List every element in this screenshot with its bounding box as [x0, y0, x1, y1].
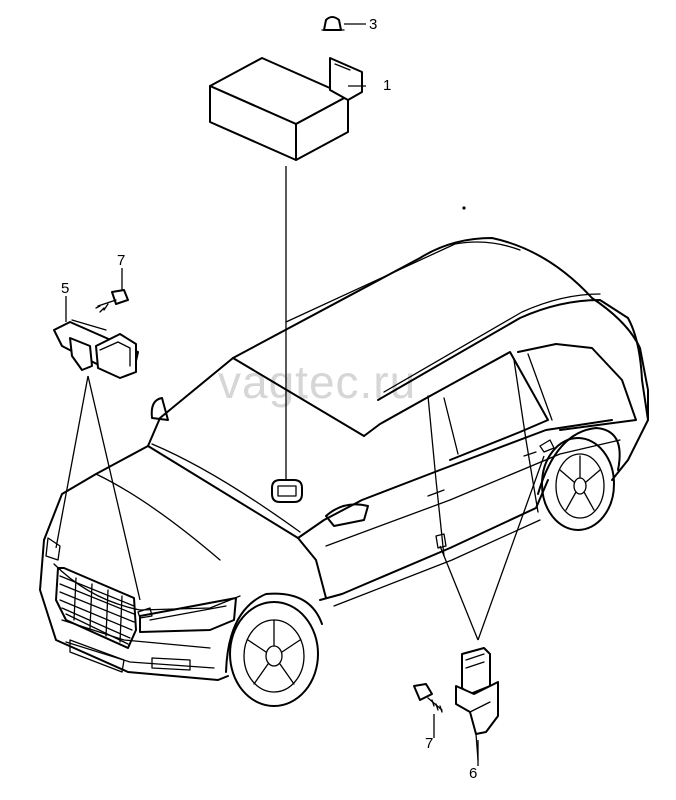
callout-1: 1 — [383, 77, 391, 94]
callout-5: 5 — [61, 280, 69, 297]
bolt-part-7-lower — [413, 683, 443, 713]
callout-3: 3 — [369, 16, 377, 33]
callout-6: 6 — [469, 765, 477, 782]
vehicle-outline — [39, 237, 649, 681]
side-sensor-part-6 — [455, 647, 499, 761]
callout-7-lower: 7 — [425, 735, 433, 752]
bolt-part-7-upper — [95, 289, 129, 313]
front-sensor-part-5 — [53, 319, 139, 379]
nut-part-3 — [321, 16, 345, 31]
front-wheel — [229, 601, 319, 707]
callout-7-upper: 7 — [117, 252, 125, 269]
watermark-text: vagtec.ru — [218, 356, 416, 408]
control-unit-part-1 — [209, 57, 363, 161]
rear-wheel — [541, 437, 615, 531]
